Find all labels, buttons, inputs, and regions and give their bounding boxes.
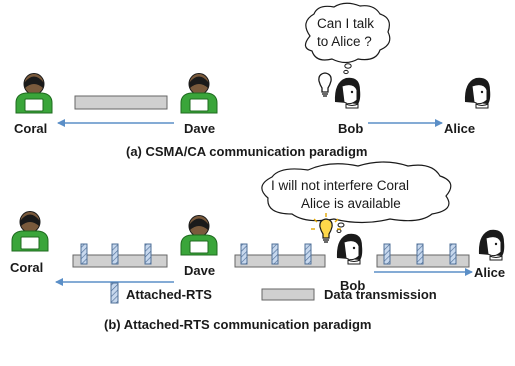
coral-icon bbox=[15, 73, 53, 114]
attached-rts-block bbox=[144, 243, 152, 265]
bob-label: Bob bbox=[338, 121, 363, 136]
thinking-bulb-icon bbox=[318, 72, 332, 97]
legend-rts-label: Attached-RTS bbox=[126, 287, 212, 302]
middle-transmission bbox=[234, 243, 326, 268]
attached-rts-block bbox=[416, 243, 424, 265]
dave-label: Dave bbox=[184, 121, 215, 136]
legend-data-label: Data transmission bbox=[324, 287, 437, 302]
bob-icon bbox=[334, 77, 361, 109]
dave-icon bbox=[180, 73, 218, 114]
alice-icon-b bbox=[478, 229, 505, 261]
part-a: Coral Dave Can I talk to Alice ? Bob bbox=[14, 2, 491, 159]
bob-thought-bubble-b: I will not interfere Coral Alice is avai… bbox=[261, 161, 452, 233]
bob-alice-transmission bbox=[376, 243, 470, 268]
attached-rts-block bbox=[80, 243, 88, 265]
part-b: I will not interfere Coral Alice is avai… bbox=[10, 161, 505, 332]
data-transmission-bar bbox=[72, 254, 168, 268]
legend-rts-swatch bbox=[110, 282, 119, 304]
legend-data-swatch bbox=[261, 288, 315, 301]
bob-icon-b bbox=[336, 233, 363, 265]
legend: Attached-RTS Data transmission bbox=[110, 282, 437, 304]
coral-label: Coral bbox=[14, 121, 47, 136]
attached-rts-block bbox=[383, 243, 391, 265]
alice-icon bbox=[464, 77, 491, 109]
bubble-b-line1: I will not interfere Coral bbox=[271, 178, 409, 193]
bob-thought-bubble: Can I talk to Alice ? bbox=[304, 2, 391, 75]
bubble-b-line2: Alice is available bbox=[301, 196, 401, 211]
lit-bulb-icon bbox=[311, 213, 341, 243]
attached-rts-block bbox=[111, 243, 119, 265]
bubble-a-line2: to Alice ? bbox=[317, 34, 372, 49]
attached-rts-block bbox=[271, 243, 279, 265]
caption-a: (a) CSMA/CA communication paradigm bbox=[126, 144, 367, 159]
coral-icon-b bbox=[11, 211, 49, 252]
caption-b: (b) Attached-RTS communication paradigm bbox=[104, 317, 371, 332]
alice-label-b: Alice bbox=[474, 265, 505, 280]
attached-rts-block bbox=[304, 243, 312, 265]
dave-icon-b bbox=[180, 215, 218, 256]
data-transmission-bar bbox=[234, 254, 326, 268]
coral-label-b: Coral bbox=[10, 260, 43, 275]
dave-label-b: Dave bbox=[184, 263, 215, 278]
attached-rts-block bbox=[449, 243, 457, 265]
alice-label: Alice bbox=[444, 121, 475, 136]
attached-rts-block bbox=[240, 243, 248, 265]
bob-label-b: Bob bbox=[340, 278, 365, 293]
data-transmission-bar bbox=[74, 95, 168, 110]
bubble-a-line1: Can I talk bbox=[317, 16, 374, 31]
dave-coral-transmission bbox=[72, 243, 168, 268]
